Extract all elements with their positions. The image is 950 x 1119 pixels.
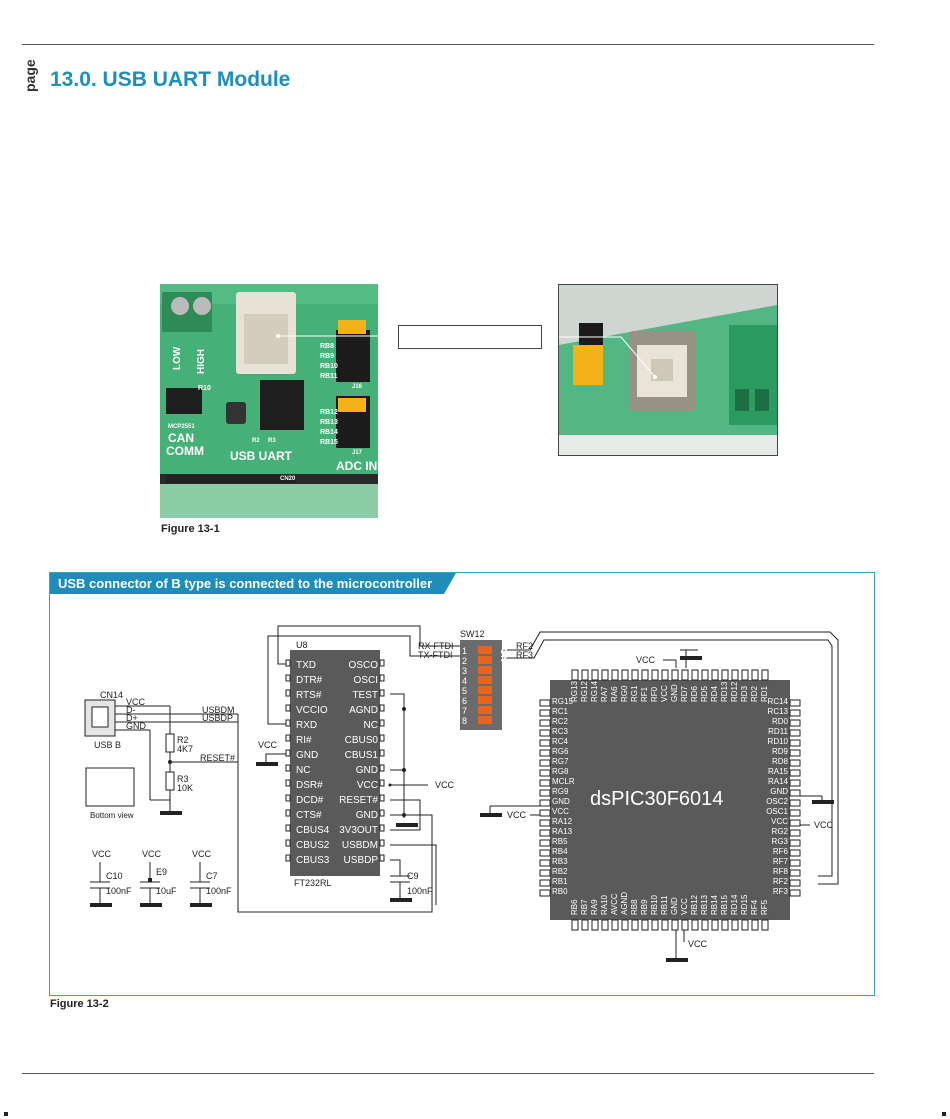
bottom-rule bbox=[22, 1073, 874, 1074]
panel-title: USB connector of B type is connected to … bbox=[50, 573, 457, 594]
figure2-caption: Figure 13-2 bbox=[50, 998, 109, 1010]
silk-cn20: CN20 bbox=[280, 476, 296, 482]
silk-r10: R10 bbox=[198, 385, 211, 392]
page-tag: page bbox=[22, 59, 38, 92]
silk-mcp: MCP2551 bbox=[168, 424, 195, 430]
corner-mark-right bbox=[942, 1112, 946, 1116]
silk-rb9: RB9 bbox=[320, 353, 334, 360]
silk-rb11: RB11 bbox=[320, 373, 338, 380]
silk-rb13: RB13 bbox=[320, 419, 338, 426]
silk-r2: R2 bbox=[252, 438, 260, 444]
silk-rb14: RB14 bbox=[320, 429, 338, 436]
silk-r3: R3 bbox=[268, 438, 276, 444]
figure1-right-photo bbox=[558, 284, 778, 456]
silk-j16: J16 bbox=[352, 384, 363, 390]
schematic-panel: USB connector of B type is connected to … bbox=[49, 572, 875, 996]
silk-comm: COMM bbox=[166, 444, 204, 458]
figure1-left-photo: LOW HIGH R10 CAN COMM MCP2551 USB UART A… bbox=[160, 284, 378, 518]
top-rule bbox=[22, 44, 874, 45]
figure1-caption: Figure 13-1 bbox=[161, 523, 220, 535]
silk-high: HIGH bbox=[196, 349, 207, 374]
silk-usb-uart: USB UART bbox=[230, 449, 293, 463]
silk-rb15: RB15 bbox=[320, 439, 338, 446]
section-title: 13.0. USB UART Module bbox=[50, 68, 291, 91]
silk-rb8: RB8 bbox=[320, 343, 334, 350]
silk-j17: J17 bbox=[352, 450, 363, 456]
silk-rb12: RB12 bbox=[320, 409, 338, 416]
silk-rb10: RB10 bbox=[320, 363, 338, 370]
silk-adc-in: ADC IN bbox=[336, 459, 377, 473]
silk-low: LOW bbox=[172, 346, 183, 370]
corner-mark-left bbox=[4, 1112, 8, 1116]
callout-box bbox=[398, 325, 542, 349]
silk-can: CAN bbox=[168, 431, 194, 445]
